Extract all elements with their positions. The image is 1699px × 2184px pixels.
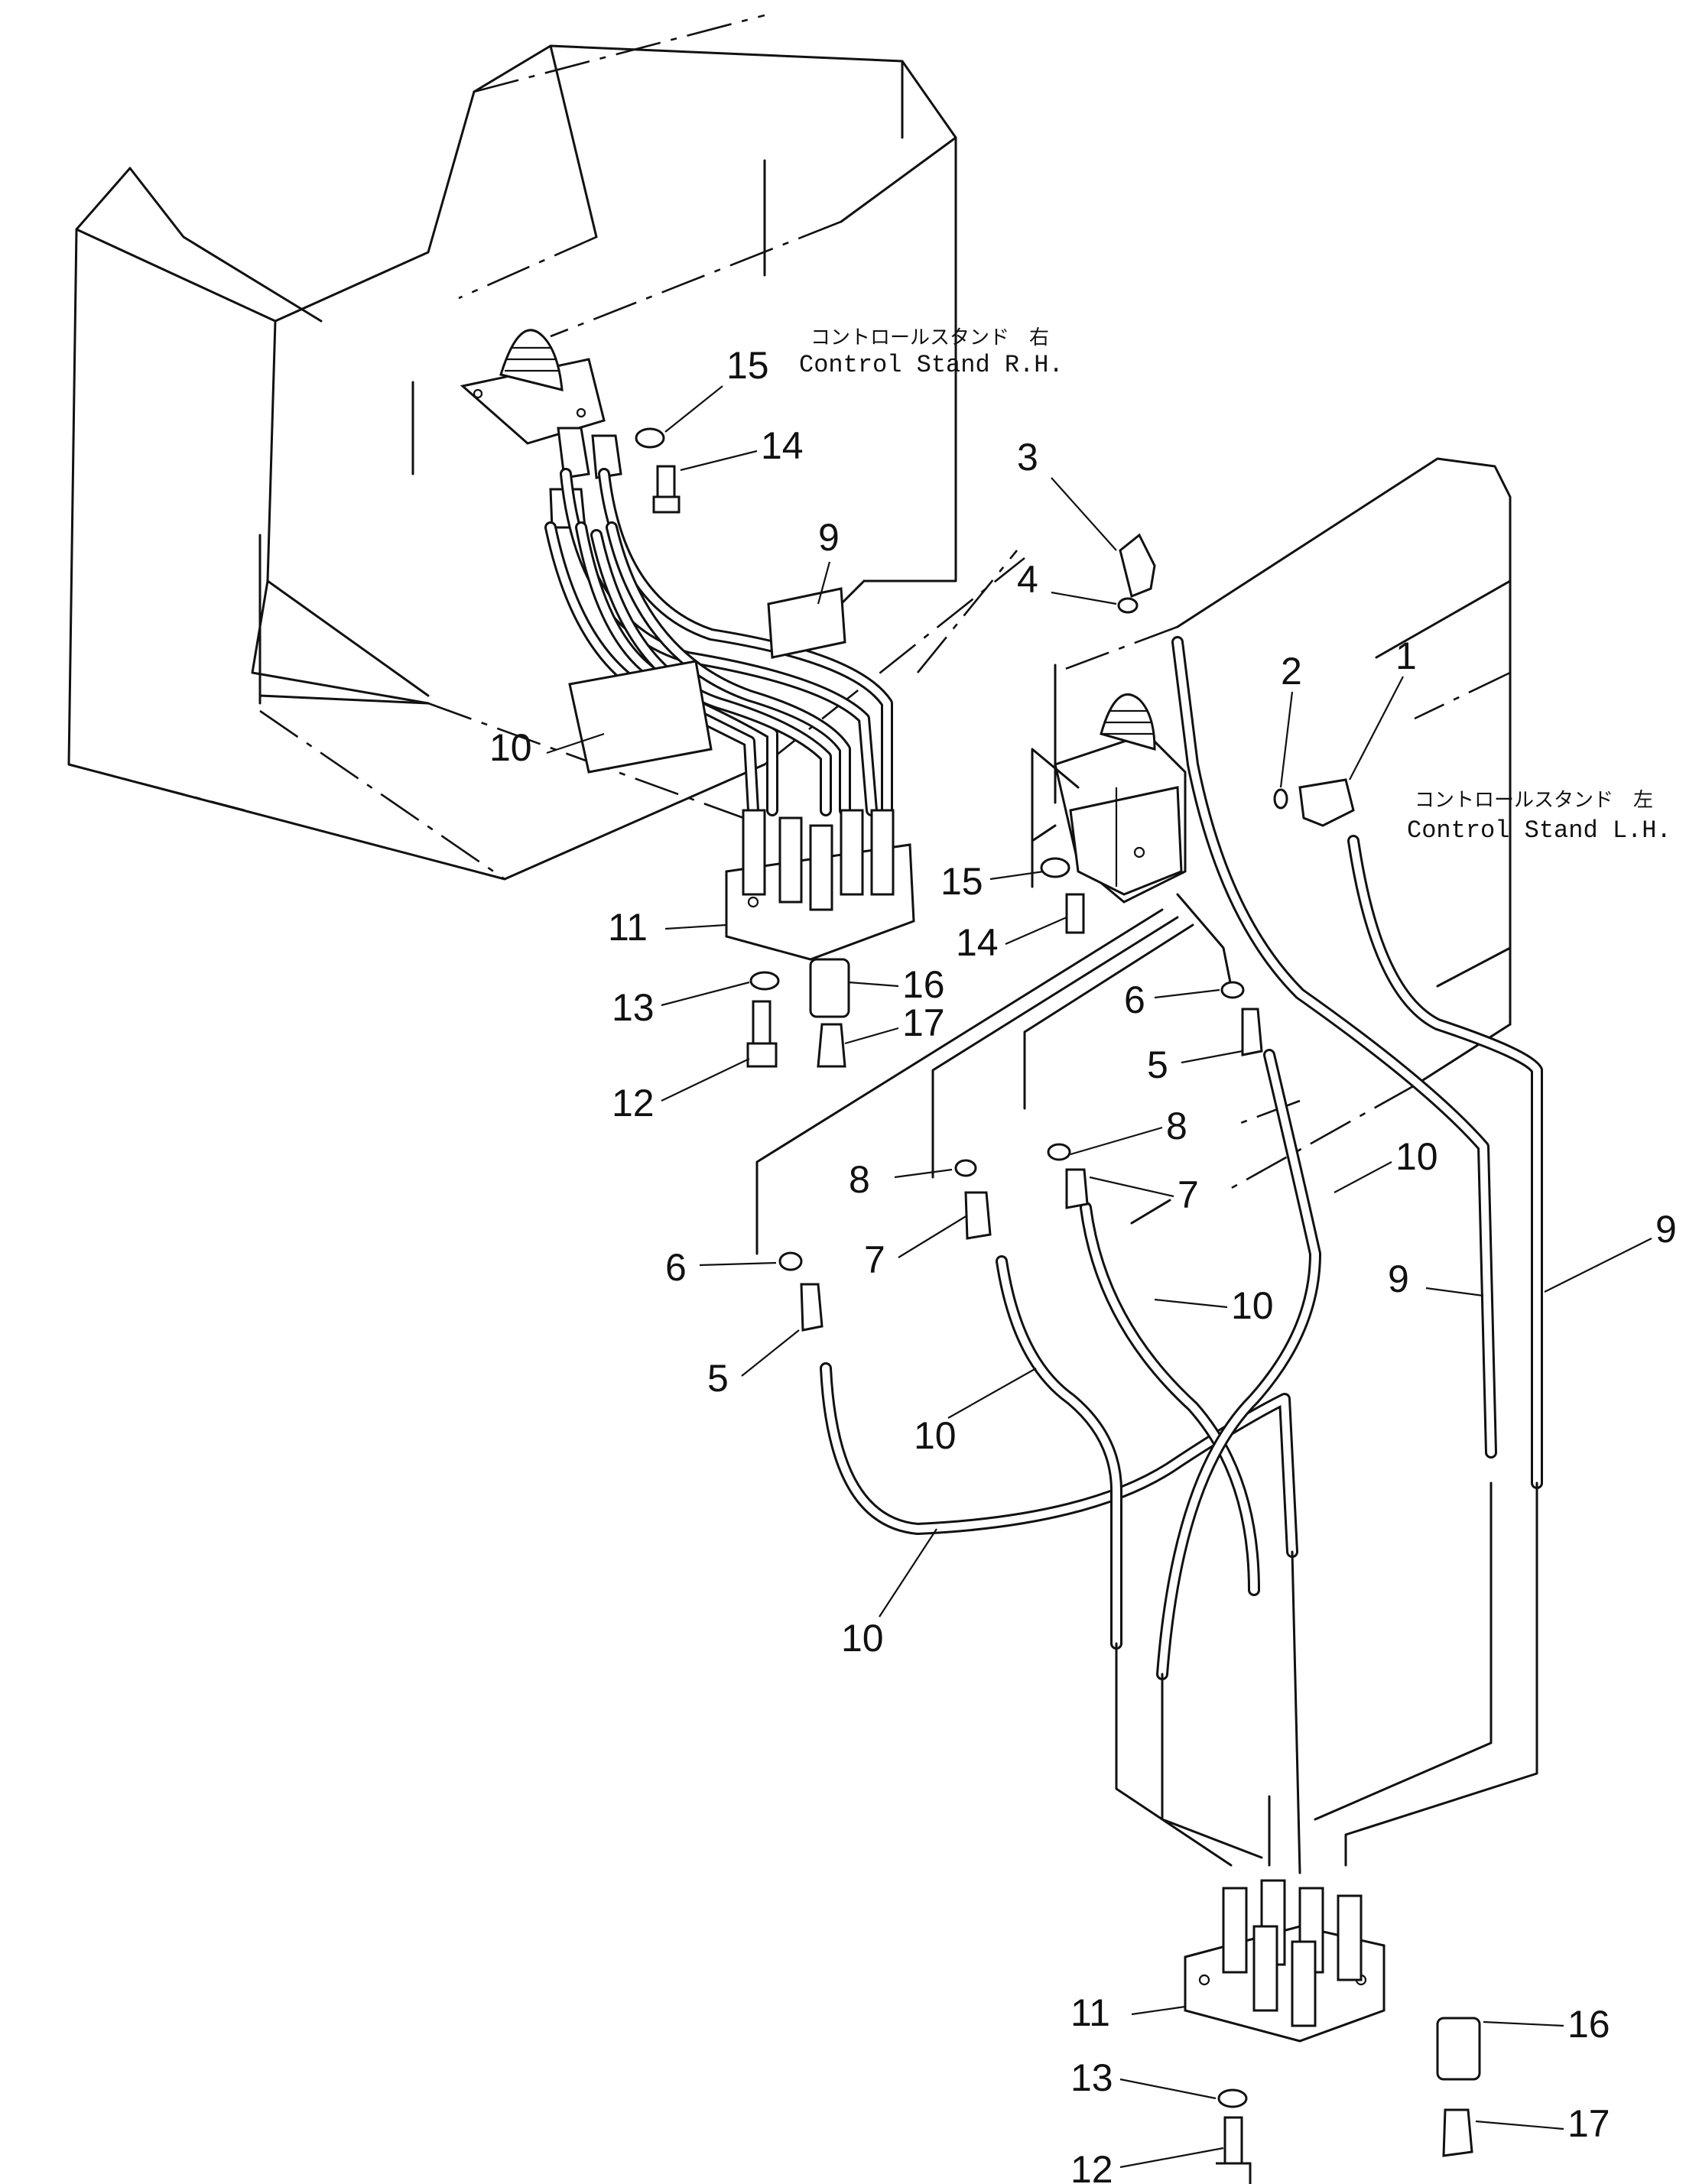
callout-9-b: 9	[1655, 1208, 1677, 1251]
callout-15-right: 15	[726, 344, 769, 387]
callout-14-right: 14	[761, 424, 804, 467]
control-stand-right-body	[67, 14, 1025, 881]
callout-6-upper: 6	[1124, 978, 1145, 1021]
callout-8-upper: 8	[1166, 1105, 1187, 1147]
callout-10-c: 10	[914, 1414, 957, 1457]
callout-10-right: 10	[489, 726, 532, 769]
control-valve-right	[460, 329, 622, 529]
callout-12-left: 12	[1070, 2148, 1113, 2184]
callout-16-left: 16	[1567, 2003, 1610, 2046]
right-stand-label-en: Control Stand R.H.	[799, 351, 1064, 379]
callout-12-right: 12	[612, 1082, 655, 1124]
callouts: 15 14 9 10 11 13 12 16 17 3 4 2 1 15 14 …	[489, 344, 1677, 2184]
manifold-block-right	[725, 809, 915, 961]
right-stand-label-jp: コントロールスタンド 右	[811, 326, 1049, 349]
callout-7-upper: 7	[1178, 1173, 1199, 1216]
hoses-left	[820, 636, 1543, 1680]
control-stand-left-body	[916, 457, 1512, 1225]
control-valve-left	[1054, 693, 1187, 904]
callout-10-d: 10	[841, 1617, 884, 1660]
callout-2: 2	[1281, 650, 1302, 693]
callout-8-lower: 8	[849, 1158, 870, 1201]
callout-1: 1	[1395, 634, 1417, 677]
callout-11-left: 11	[1070, 1991, 1110, 2034]
callout-7-lower: 7	[864, 1238, 885, 1281]
callout-6-lower: 6	[665, 1246, 687, 1289]
callout-16-right: 16	[902, 963, 945, 1006]
small-parts-right	[635, 427, 850, 1068]
callout-13-left: 13	[1070, 2056, 1113, 2099]
callout-13-right: 13	[612, 986, 655, 1029]
callout-9-right: 9	[818, 516, 840, 559]
callout-9-a: 9	[1388, 1258, 1409, 1300]
callout-3: 3	[1017, 436, 1038, 479]
callout-5-lower: 5	[707, 1357, 729, 1400]
callout-4: 4	[1017, 558, 1038, 601]
callout-5-upper: 5	[1147, 1043, 1168, 1086]
callout-11-right: 11	[608, 906, 648, 949]
callout-17-left: 17	[1567, 2102, 1610, 2145]
callout-17-right: 17	[902, 1001, 945, 1044]
left-stand-label-en: Control Stand L.H.	[1407, 816, 1671, 845]
left-stand-label-jp: コントロールスタンド 左	[1415, 789, 1653, 812]
manifold-block-left	[1184, 1879, 1386, 2043]
callout-15-left: 15	[940, 860, 983, 903]
callout-10-b: 10	[1231, 1284, 1274, 1327]
hose-bundle-right	[544, 468, 893, 816]
callout-10-a: 10	[1395, 1135, 1438, 1178]
stand-labels: コントロールスタンド 右 Control Stand R.H. コントロールスタ…	[799, 326, 1671, 845]
pilot-lines-left	[755, 748, 1233, 1255]
callout-14-left: 14	[956, 921, 999, 964]
pipe-routes-left	[1115, 1481, 1538, 1874]
small-parts-left	[778, 533, 1481, 2184]
